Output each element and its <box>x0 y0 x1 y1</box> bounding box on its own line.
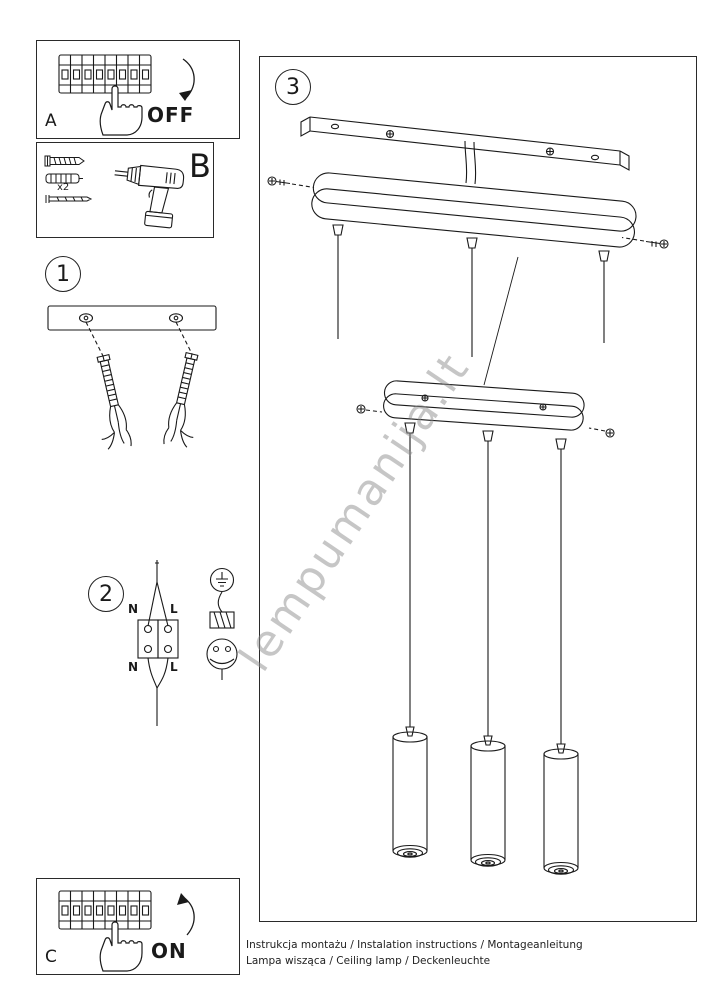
step-3-badge: 3 <box>275 69 311 105</box>
drill-icon <box>114 164 185 229</box>
canopy-exploded-icon <box>311 172 637 248</box>
on-label: ON <box>151 939 187 963</box>
step-1-badge: 1 <box>45 256 81 292</box>
panel-assembly: 3 <box>259 56 697 922</box>
neutral-label-bottom: N <box>128 660 139 674</box>
screw-left-assembled-icon <box>356 404 383 414</box>
cable-clamp-icon <box>206 611 238 680</box>
lamp-assembly-illustration <box>267 116 669 875</box>
power-off-illustration <box>58 54 195 136</box>
step-1-number: 1 <box>56 261 70 287</box>
arrow-up-icon <box>177 893 195 936</box>
panel-b-label: B <box>189 147 211 185</box>
footer-line-1: Instrukcja montażu / Instalation instruc… <box>246 939 583 951</box>
step-3-number: 3 <box>286 74 300 100</box>
wiring-diagram-illustration <box>137 560 238 726</box>
panel-c-label: C <box>45 947 57 967</box>
screw-right-icon <box>621 236 669 249</box>
panel-b-tools: x2 B <box>36 142 214 238</box>
canopy-assembled-icon <box>383 380 585 431</box>
pendant-shade-middle-icon <box>470 735 506 867</box>
off-label: OFF <box>147 103 195 127</box>
panel-a-power-off: A OFF <box>36 40 240 139</box>
arrow-down-icon <box>179 58 195 101</box>
screw-right-assembled-icon <box>588 427 615 438</box>
panel-c-power-on: C ON <box>36 878 240 975</box>
ground-symbol-icon <box>209 567 235 593</box>
ceiling-bracket-icon <box>300 116 630 185</box>
footer-line-2: Lampa wisząca / Ceiling lamp / Deckenleu… <box>246 955 491 967</box>
screw-left-icon <box>267 176 315 189</box>
pendant-cords <box>409 433 562 744</box>
hand-icon <box>99 85 143 136</box>
pendant-shade-right-icon <box>543 743 579 875</box>
step-2-number: 2 <box>99 581 113 607</box>
wall-anchor-right-icon <box>163 351 199 448</box>
breaker-panel-icon <box>58 54 152 94</box>
live-label-top: L <box>170 602 178 616</box>
live-label-bottom: L <box>170 660 178 674</box>
breaker-panel-icon <box>58 890 152 930</box>
wall-anchor-left-icon <box>96 353 132 450</box>
power-on-illustration <box>58 890 195 972</box>
neutral-label-top: N <box>128 602 139 616</box>
mounting-plate-anchors-illustration <box>47 305 217 450</box>
panel-a-label: A <box>45 111 57 131</box>
hand-icon <box>99 921 143 972</box>
pendant-shade-left-icon <box>392 726 428 858</box>
step-2-badge: 2 <box>88 576 124 612</box>
screws-and-plugs-icon <box>44 155 93 203</box>
screw-qty-label: x2 <box>57 182 70 193</box>
